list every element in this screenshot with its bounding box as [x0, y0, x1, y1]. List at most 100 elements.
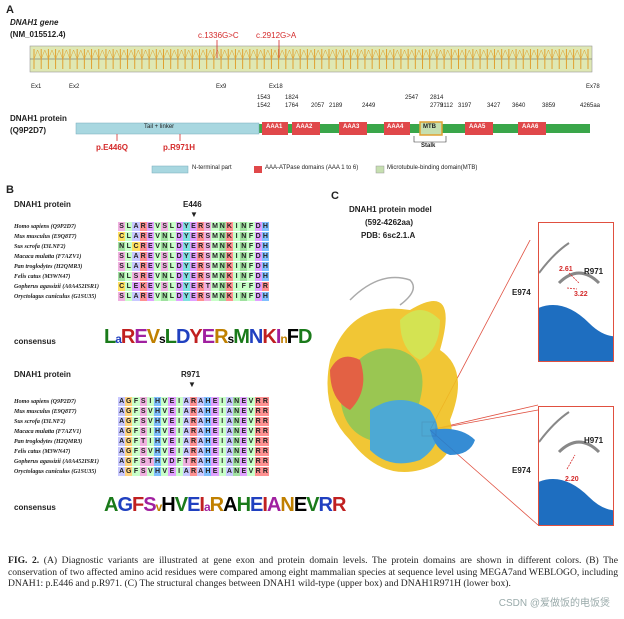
residue-cell: R [254, 437, 262, 446]
residue-cell: A [132, 262, 140, 271]
caption-fig-label: FIG. 2. [8, 555, 40, 566]
intron-link [508, 49, 517, 60]
logo-letter: M [233, 326, 250, 348]
residue-cell: D [254, 242, 262, 251]
residue-cell: H [153, 437, 162, 446]
residue-cell: M [211, 282, 219, 291]
residue-cell: I [218, 457, 226, 466]
residue-cell: G [125, 447, 133, 456]
intron-link [192, 49, 200, 60]
residue-cell: F [247, 222, 255, 231]
residue-cell: N [233, 437, 241, 446]
residue-cell: V [161, 417, 169, 426]
residue-cell: A [225, 407, 233, 416]
pos-top: 1824 [285, 95, 299, 101]
residue-cell: E [240, 407, 248, 416]
gene-title: DNAH1 gene [10, 18, 59, 27]
residue-cell: I [175, 437, 183, 446]
residue-cell: I [218, 407, 226, 416]
residue-cell: D [254, 222, 262, 231]
residue-cell: E [168, 417, 176, 426]
residue-cell: H [204, 437, 212, 446]
residue-cell: R [254, 407, 262, 416]
intron-link [558, 49, 567, 60]
residue-cell: S [118, 262, 126, 271]
intron-link [494, 49, 502, 60]
residue-cell: F [247, 272, 255, 281]
logo-letter: E [201, 326, 215, 348]
residue-cell: G [125, 397, 133, 406]
residue-cell: N [218, 242, 226, 251]
pos-bottom: 2189 [329, 103, 343, 109]
figure-caption: FIG. 2. (A) Diagnostic variants are illu… [8, 555, 618, 590]
residue-cell: K [225, 232, 233, 241]
residue-cell: F [132, 447, 140, 456]
species-name: Mus musculus (E9Q8T7) [14, 409, 77, 415]
residue-cell: R [254, 467, 262, 476]
residue-cell: N [218, 222, 226, 231]
mtb-label: MTB [423, 124, 436, 130]
logo-letter: v [155, 500, 163, 514]
intron-link [285, 49, 294, 60]
logo-letter: H [161, 494, 175, 516]
residue-cell: K [225, 262, 233, 271]
caption-text: (A) Diagnostic variants are illustrated … [8, 555, 618, 589]
residue-cell: E [240, 437, 248, 446]
residue-cell: T [182, 457, 190, 466]
gene-accession: (NM_015512.4) [10, 30, 66, 39]
residue-cell: A [118, 417, 126, 426]
residue-cell: R [254, 397, 262, 406]
block2-arrow-icon: ▼ [188, 380, 196, 389]
residue-cell: A [118, 437, 126, 446]
residue-cell: I [146, 397, 154, 406]
logo-letter: D [297, 326, 312, 348]
residue-cell: N [233, 427, 241, 436]
residue-cell: G [125, 427, 133, 436]
residue-cell: I [233, 262, 241, 271]
exon-label-78: Ex78 [586, 84, 600, 90]
species-name: Macaca mulatta (F7AZV1) [14, 429, 82, 435]
pos-bottom: 2779 [430, 103, 444, 109]
residue-cell: E [146, 272, 154, 281]
residue-cell: V [247, 417, 255, 426]
residue-cell: S [118, 222, 126, 231]
residue-cell: Y [182, 292, 190, 301]
residue-cell: M [211, 242, 219, 251]
residue-cell: H [153, 417, 162, 426]
pos-bottom: 3859 [542, 103, 556, 109]
residue-cell: T [204, 282, 212, 291]
logo-letter: S [143, 494, 156, 516]
residue-cell: D [254, 292, 262, 301]
residue-cell: E [240, 457, 248, 466]
intron-link [184, 49, 193, 60]
species-name: Pan troglodytes (H2QMR3) [14, 264, 83, 270]
residue-cell: L [168, 272, 176, 281]
intron-link [199, 49, 207, 60]
residue-cell: R [197, 292, 205, 301]
block1-title: DNAH1 protein [14, 200, 71, 209]
residue-cell: I [233, 292, 241, 301]
logo-letter: N [248, 326, 263, 348]
residue-cell: E [211, 417, 219, 426]
aaa3-label: AAA3 [343, 124, 360, 130]
residue-cell: D [175, 282, 183, 291]
intron-link [314, 49, 323, 60]
logo-letter: L [164, 326, 177, 348]
residue-cell: V [146, 407, 154, 416]
species-name: Gopherus agassizii (A0A452ISR1) [14, 284, 100, 290]
residue-cell: R [261, 407, 269, 416]
residue-cell: R [189, 397, 198, 406]
residue-cell: R [189, 467, 198, 476]
residue-cell: R [139, 242, 147, 251]
exon-label-2: Ex2 [69, 84, 80, 90]
intron-link [415, 49, 423, 60]
residue-cell: H [204, 447, 212, 456]
residue-cell: E [189, 262, 198, 271]
intron-link [228, 49, 236, 60]
residue-cell: S [161, 262, 169, 271]
